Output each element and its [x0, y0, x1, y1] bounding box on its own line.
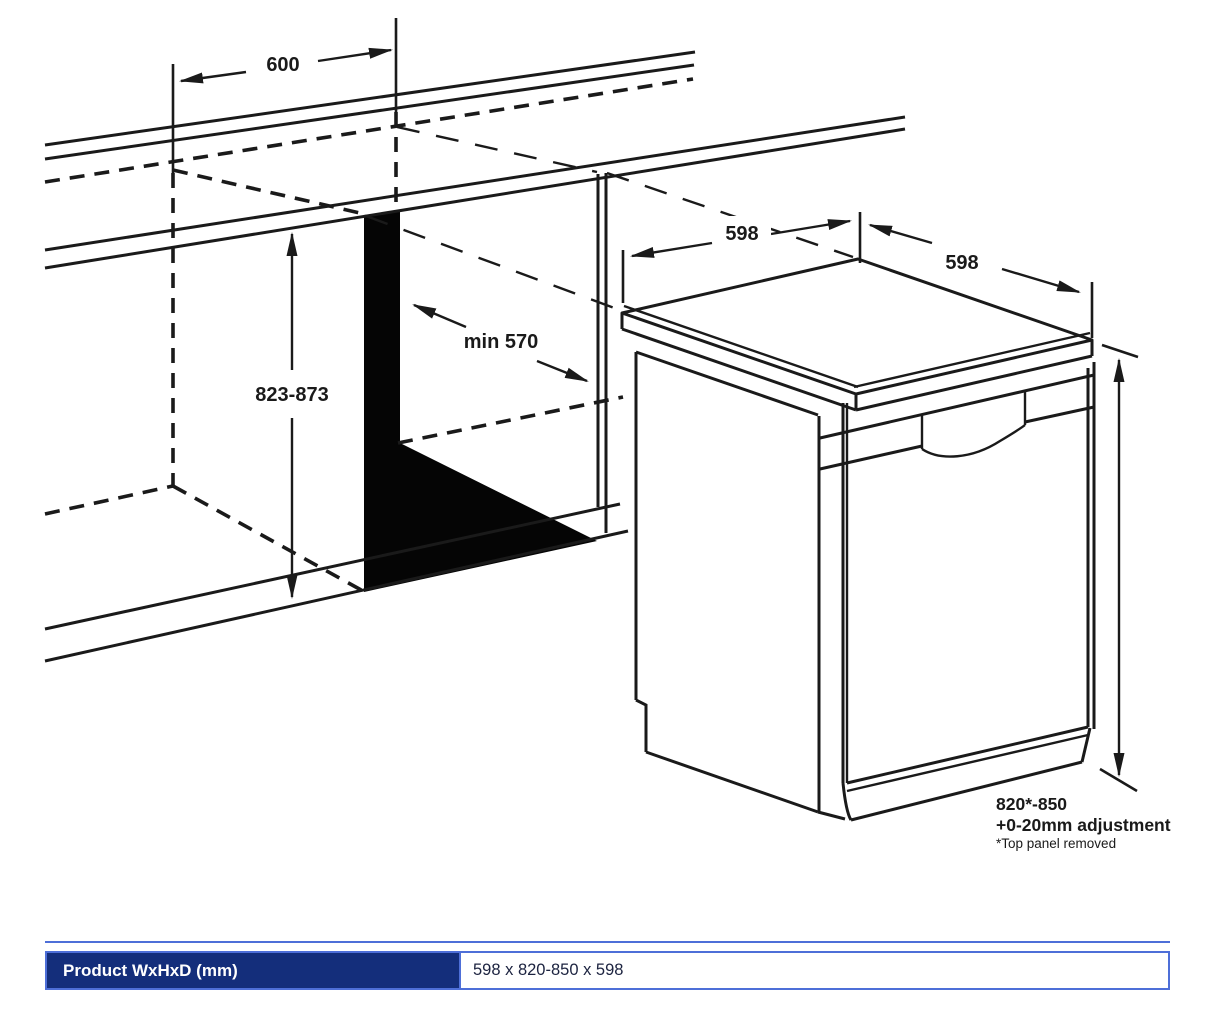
table-top-rule	[45, 941, 1170, 943]
floor-lower-edge	[44, 529, 629, 663]
niche-width-label: 600	[266, 54, 299, 76]
dim-niche-width: 600	[171, 18, 398, 173]
table-value-cell: 598 x 820-850 x 598	[459, 953, 1168, 988]
dim-appliance-width: 598	[621, 212, 862, 303]
base-left-edge	[817, 810, 846, 821]
worktop-slab-right	[855, 354, 1093, 412]
wall-counter-front-edge	[44, 63, 695, 161]
wall-counter-hidden-edge	[44, 77, 694, 184]
table-header-text: Product WxHxD (mm)	[63, 960, 238, 980]
dim-appliance-depth: 598	[868, 223, 1094, 338]
dimensions-table: Product WxHxD (mm) 598 x 820-850 x 598	[45, 951, 1170, 990]
counter-front-top-edge	[44, 115, 906, 252]
worktop-bevel-left	[623, 304, 859, 389]
plinth-right-edge	[1080, 727, 1092, 763]
door-bottom-edge	[846, 725, 1089, 785]
worktop-top-face	[620, 257, 1094, 396]
niche-left-top-edge-hidden	[172, 168, 365, 216]
counter-front-bottom-edge	[44, 127, 906, 270]
wall-counter-top-edge	[44, 50, 696, 147]
handle-scoop	[921, 424, 1026, 458]
niche-back-floor-edge-hidden	[397, 395, 624, 445]
projection-line-top	[396, 125, 598, 174]
control-panel-bottom-right	[1024, 405, 1095, 424]
niche-scene: 600 823-873 min 570	[44, 18, 906, 663]
appliance-depth-label: 598	[945, 252, 978, 274]
niche-left-floor-edge-hidden	[172, 484, 364, 593]
appliance-width-label: 598	[725, 223, 758, 245]
niche-shadow	[364, 211, 597, 592]
niche-depth-label: min 570	[464, 331, 538, 353]
appliance-footnote: *Top panel removed	[996, 836, 1116, 851]
plinth-bottom-edge	[850, 760, 1083, 822]
side-panel-bottom-edge	[645, 750, 819, 814]
niche-height-label: 823-873	[255, 384, 328, 406]
side-panel-notch	[635, 698, 648, 752]
plinth-left-corner	[841, 782, 853, 821]
worktop-slab-left	[621, 327, 857, 412]
appliance-adjustment-label: +0-20mm adjustment	[996, 815, 1171, 835]
projection-line-to-back-corner	[606, 171, 854, 259]
dim-niche-depth: min 570	[412, 303, 589, 383]
appliance-drawing: 598 598 820*-850 +0-20mm adjustment *Top…	[620, 212, 1171, 851]
projection-line-to-front-corner	[365, 214, 618, 311]
dim-appliance-height: 820*-850 +0-20mm adjustment *Top panel r…	[996, 343, 1171, 851]
floor-front-edge	[44, 502, 621, 631]
dim-niche-height: 823-873	[250, 232, 334, 599]
table-value-text: 598 x 820-850 x 598	[473, 961, 624, 979]
control-panel-bottom-left	[819, 444, 923, 471]
worktop-bevel-right	[853, 331, 1091, 389]
side-panel-top-edge	[635, 350, 819, 417]
floor-wall-junction-hidden	[44, 484, 174, 516]
appliance-height-label: 820*-850	[996, 794, 1067, 814]
table-header-cell: Product WxHxD (mm)	[47, 953, 459, 988]
plinth-top-edge	[846, 733, 1089, 793]
control-panel-top-edge	[819, 373, 1095, 440]
